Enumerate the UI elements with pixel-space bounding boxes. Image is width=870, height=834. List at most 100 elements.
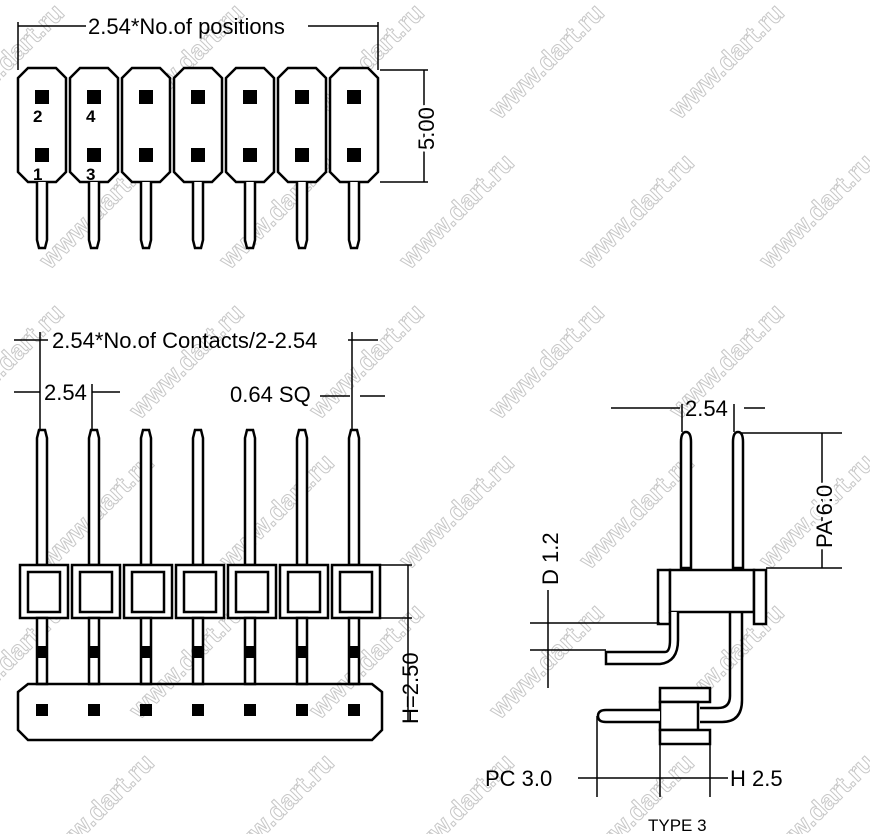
housing	[658, 728, 712, 746]
pin-pad	[296, 646, 308, 658]
pin-pad	[36, 646, 48, 658]
pin-pad	[87, 90, 101, 104]
h-height-label: H=2.50	[398, 652, 423, 724]
d-label: D 1.2	[538, 532, 563, 585]
watermark-text: www.dart.ru	[302, 297, 429, 424]
pin-pad	[347, 148, 361, 162]
watermark-text: www.dart.ru	[32, 747, 159, 834]
pin-pad	[243, 90, 257, 104]
watermark-text: www.dart.ru	[212, 447, 339, 574]
housing	[658, 686, 712, 704]
housing-cell	[16, 66, 68, 184]
housing-cell	[68, 66, 120, 184]
housing-window	[338, 570, 374, 614]
pin	[139, 428, 153, 567]
housing-window	[286, 570, 322, 614]
watermark-text: www.dart.ru	[212, 747, 339, 834]
pin-pad	[192, 704, 204, 716]
pc-label: PC 3.0	[485, 766, 552, 791]
watermark-text: www.dart.ru	[662, 0, 789, 125]
housing-window	[234, 570, 270, 614]
pin	[35, 428, 49, 567]
pin-pad	[347, 90, 361, 104]
pin	[679, 430, 693, 570]
pin-pad	[296, 704, 308, 716]
pin-pad	[244, 704, 256, 716]
pin-pad	[35, 90, 49, 104]
housing	[668, 568, 756, 614]
pin-number: 4	[86, 107, 96, 126]
housing	[658, 700, 700, 732]
pin-pad	[295, 90, 309, 104]
housing	[656, 568, 672, 626]
pin-pad	[88, 704, 100, 716]
pin-pad	[192, 646, 204, 658]
pin-pad	[295, 148, 309, 162]
pa-label: PA 6.0	[812, 485, 837, 548]
housing-cell	[276, 66, 328, 184]
pin-pad	[140, 646, 152, 658]
watermark-text: www.dart.ru	[0, 297, 70, 424]
pin-pad	[348, 646, 360, 658]
pin-pad	[87, 148, 101, 162]
watermark-text: www.dart.ru	[392, 447, 519, 574]
pitch-label: 2.54	[44, 380, 87, 405]
side-pitch-label: 2.54	[685, 396, 728, 421]
housing-cell	[224, 66, 276, 184]
pin-pad	[140, 704, 152, 716]
bent-pin	[604, 612, 680, 666]
pin	[87, 182, 101, 250]
pin-pad	[36, 704, 48, 716]
watermark-text: www.dart.ru	[392, 147, 519, 274]
pin-pad	[139, 90, 153, 104]
pin	[596, 708, 660, 724]
pin	[191, 182, 205, 250]
pin-pad	[244, 646, 256, 658]
type-caption: TYPE 3	[648, 816, 707, 834]
housing-window	[182, 570, 218, 614]
housing-window	[78, 570, 114, 614]
bent-pin	[700, 612, 732, 710]
pin-number: 3	[86, 165, 95, 184]
pin	[243, 428, 257, 567]
pin	[35, 182, 49, 250]
pin-pad	[191, 90, 205, 104]
watermark-text: www.dart.ru	[482, 297, 609, 424]
housing	[752, 568, 768, 626]
front-view	[16, 428, 384, 742]
pin	[139, 182, 153, 250]
pin	[243, 182, 257, 250]
contacts-width-label: 2.54*No.of Contacts/2-2.54	[52, 328, 317, 353]
pin	[295, 182, 309, 250]
side-view: 2.54 PA 6.0 D 1.2 PC 3.0 H 2.5 TYPE 3	[485, 396, 842, 834]
watermark-text: www.dart.ru	[482, 0, 609, 125]
bent-pin	[700, 612, 744, 724]
bottom-housing	[16, 682, 384, 742]
pin-pad	[88, 646, 100, 658]
height-label: 5.00	[414, 107, 439, 150]
watermark-text: www.dart.ru	[482, 597, 609, 724]
watermark-text: www.dart.ru	[572, 147, 699, 274]
pin-pad	[348, 704, 360, 716]
pin-number: 2	[33, 107, 42, 126]
housing-window	[130, 570, 166, 614]
pin	[295, 428, 309, 567]
pin	[191, 428, 205, 567]
pin-number: 1	[33, 165, 42, 184]
width-label: 2.54*No.of positions	[88, 14, 285, 39]
pin	[731, 430, 745, 570]
housing-window	[26, 570, 62, 614]
top-view	[16, 66, 380, 250]
h-label: H 2.5	[730, 766, 783, 791]
pin-pad	[139, 148, 153, 162]
pin	[347, 428, 361, 567]
housing-cell	[328, 66, 380, 184]
pin-pad	[243, 148, 257, 162]
pin-pad	[35, 148, 49, 162]
pin-size-label: 0.64 SQ	[230, 382, 311, 407]
pin	[347, 182, 361, 250]
watermark-text: www.dart.ru	[752, 147, 870, 274]
pin-pad	[191, 148, 205, 162]
pin	[87, 428, 101, 567]
